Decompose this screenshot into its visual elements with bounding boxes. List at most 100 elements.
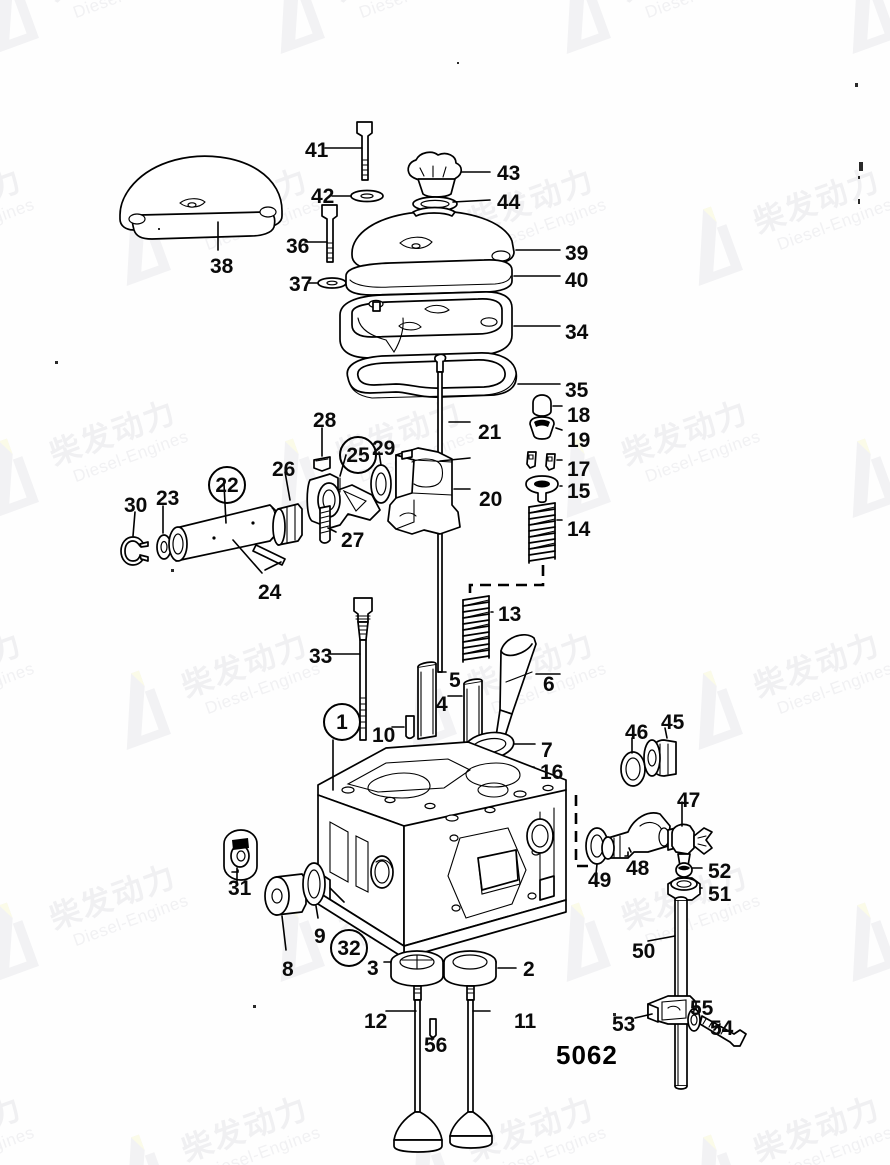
scan-speck (253, 1005, 256, 1008)
scan-speck (859, 162, 863, 171)
part-45-plug (643, 727, 677, 777)
callout-19: 19 (567, 429, 591, 452)
callout-56: 56 (424, 1034, 448, 1057)
callout-46: 46 (625, 721, 649, 744)
callout-36: 36 (286, 235, 310, 258)
callout-13: 13 (498, 603, 522, 626)
part-30-retaining-clip (120, 511, 149, 566)
callout-3: 3 (367, 957, 379, 980)
callout-40: 40 (565, 269, 589, 292)
part-35-housing-gasket (346, 352, 561, 399)
part-41-bolt (324, 121, 373, 181)
part-50-drain-pipe (647, 896, 688, 1090)
callout-18: 18 (567, 404, 591, 427)
part-43-filler-cap (407, 151, 491, 198)
part-18-cap (532, 394, 563, 417)
part-15-spring-seat (525, 475, 563, 504)
part-54-bolt (699, 1015, 747, 1047)
callout-21: 21 (478, 421, 502, 444)
callout-49: 49 (588, 869, 612, 892)
scan-speck (55, 361, 58, 364)
callout-38: 38 (210, 255, 234, 278)
callout-29: 29 (372, 437, 396, 460)
part-19-spring-retainer (529, 416, 563, 440)
part-13-valve-spring (462, 595, 494, 663)
part-51-nut (667, 877, 703, 901)
part-29-thrust-washer (370, 451, 392, 504)
part-14-valve-spring (528, 502, 563, 564)
part-46-sealing-washer (620, 737, 646, 787)
scan-speck (855, 83, 858, 87)
callout-22: 22 (208, 466, 246, 504)
callout-5: 5 (449, 669, 461, 692)
part-11-inlet-valve (449, 985, 493, 1149)
callout-32: 32 (330, 929, 368, 967)
callout-24: 24 (258, 581, 282, 604)
scan-speck (858, 176, 860, 179)
scan-speck (858, 199, 860, 204)
callout-43: 43 (497, 162, 521, 185)
callout-27: 27 (341, 529, 365, 552)
callout-26: 26 (272, 458, 296, 481)
callout-1: 1 (323, 703, 361, 741)
part-52-ball (675, 862, 703, 878)
part-42-washer (331, 189, 384, 203)
callout-23: 23 (156, 487, 180, 510)
callout-55: 55 (690, 997, 714, 1020)
scan-speck (613, 1013, 616, 1016)
callout-28: 28 (313, 409, 337, 432)
part-3-valve-seat (383, 950, 444, 987)
part-36-bolt (304, 204, 338, 263)
callout-47: 47 (677, 789, 701, 812)
assembly-guide-dashed (468, 565, 545, 600)
part-32-leader (329, 887, 345, 903)
part-33-head-bolt (329, 597, 373, 741)
callout-16: 16 (540, 761, 564, 784)
callout-17: 17 (567, 458, 591, 481)
callout-2: 2 (523, 958, 535, 981)
callout-30: 30 (124, 494, 148, 517)
callout-7: 7 (541, 739, 553, 762)
part-31-lifting-bracket (223, 829, 258, 883)
part-9-o-ring-small (302, 862, 326, 919)
part-34-rocker-housing (339, 291, 561, 359)
part-20-rocker-bracket (387, 447, 471, 535)
callout-54: 54 (710, 1017, 734, 1040)
callout-41: 41 (305, 139, 329, 162)
callout-44: 44 (497, 191, 521, 214)
part-24-dowel-pin (252, 544, 286, 571)
callout-35: 35 (565, 379, 589, 402)
part-55-washer-small (687, 1005, 701, 1032)
callout-45: 45 (661, 711, 685, 734)
part-56-valve-keeper (429, 1018, 437, 1041)
callout-34: 34 (565, 321, 589, 344)
callout-48: 48 (626, 857, 650, 880)
scan-speck (171, 569, 174, 572)
callout-10: 10 (372, 724, 396, 747)
callout-52: 52 (708, 860, 732, 883)
callout-4: 4 (436, 693, 448, 716)
part-17-valve-collets (526, 451, 563, 471)
callout-33: 33 (309, 645, 333, 668)
scan-speck (457, 62, 459, 64)
callout-25: 25 (339, 436, 377, 474)
part-1-cylinder-head (317, 739, 567, 959)
callout-51: 51 (708, 883, 732, 906)
callout-42: 42 (311, 185, 335, 208)
callout-39: 39 (565, 242, 589, 265)
callout-8: 8 (282, 958, 294, 981)
callout-20: 20 (479, 488, 503, 511)
callout-50: 50 (632, 940, 656, 963)
callout-14: 14 (567, 518, 591, 541)
part-37-washer (306, 277, 347, 289)
part-53-pipe-clamp (634, 995, 697, 1025)
callout-53: 53 (612, 1013, 636, 1036)
callout-12: 12 (364, 1010, 388, 1033)
callout-11: 11 (514, 1010, 537, 1033)
callout-15: 15 (567, 480, 591, 503)
callout-6: 6 (543, 673, 555, 696)
part-48-elbow-fitting (601, 812, 671, 860)
callout-37: 37 (289, 273, 313, 296)
